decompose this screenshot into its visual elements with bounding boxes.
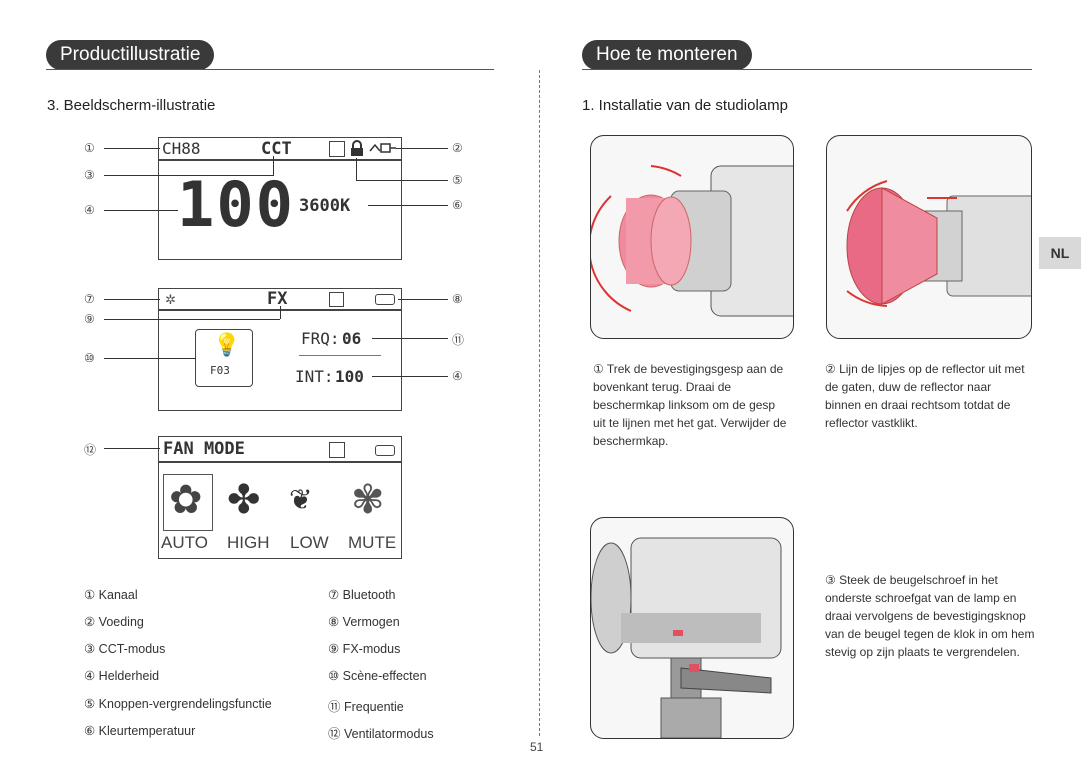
marker-12: ⑫ [84,443,97,457]
leader-line [104,299,160,300]
legend-item: ⑨ FX-modus [328,642,401,656]
marker-5: ⑤ [452,173,463,187]
subtitle-display: 3. Beeldscherm-illustratie [47,97,216,114]
header-rule [46,69,494,70]
marker-2: ② [452,141,463,155]
marker-10: ⑩ [84,351,95,365]
legend-item: ⑧ Vermogen [328,615,400,629]
lock-icon [351,140,363,156]
legend-item: ⑫ Ventilatormodus [328,727,434,741]
fan-option-high: HIGH [227,533,270,552]
int-label: INT: [295,367,334,386]
leader-line [398,299,448,300]
leader-line [356,180,448,181]
fan-option-auto: AUTO [161,533,208,552]
photo-bracket [590,517,794,739]
lcd-divider [159,159,401,161]
battery-icon [375,294,395,305]
marker-11: ⑪ [452,333,465,347]
legend-item: ① Kanaal [84,588,138,602]
int-value: 100 [335,367,364,386]
bluetooth-icon [329,442,345,458]
fan-low-icon: ❦ [289,484,313,515]
reflector-illustration [846,180,1031,307]
section-header-mount: Hoe te monteren [582,40,752,70]
section-header-product: Productillustratie [46,40,215,70]
brightness-value: 100 [177,168,295,241]
bluetooth-fan-icon: ✲ [165,292,176,307]
fan-high-icon: ✤ [227,478,261,522]
cct-mode-label: CCT [261,139,292,159]
leader-line [280,306,281,319]
fx-mode-label: FX [267,289,288,309]
subtitle-installation: 1. Installatie van de studiolamp [582,97,788,114]
legend-item: ⑩ Scène-effecten [328,669,427,683]
marker-6: ⑥ [452,198,463,212]
fan-option-mute: MUTE [348,533,397,552]
leader-line [396,148,448,149]
legend-item: ③ CCT-modus [84,642,166,656]
lamp-cap-illustration [591,165,793,317]
leader-line [356,158,357,180]
leader-line [372,376,448,377]
leader-line [368,205,448,206]
legend-item: ⑥ Kleurtemperatuur [84,724,196,738]
photo-remove-cap [590,135,794,339]
marker-4: ④ [84,203,95,217]
lcd-divider [159,461,401,463]
scene-effect-box: 💡 F03 [195,329,253,387]
fan-mute-icon: ✾ [351,478,385,522]
marker-3: ③ [84,168,95,182]
page-divider [539,70,540,736]
page-number: 51 [530,740,544,754]
bracket-illustration [591,537,782,738]
marker-1: ① [84,141,95,155]
divider [299,355,381,356]
lcd-screen-fan: FAN MODE ✿ ✤ ❦ ✾ AUTO HIGH LOW MUTE [158,436,402,559]
step-1-text: ① Trek de bevestigingsgesp aan de bovenk… [593,362,787,448]
fan-auto-selected-box [163,474,213,531]
leader-line [104,175,274,176]
frq-label: FRQ: [301,329,340,348]
fan-mode-title: FAN MODE [163,439,245,459]
marker-9: ⑨ [84,312,95,326]
channel-label: CH88 [162,139,201,158]
marker-7: ⑦ [84,292,95,306]
leader-line [273,156,274,176]
legend-item: ④ Helderheid [84,669,160,683]
temperature-value: 3600K [299,196,351,216]
power-plug-icon [369,143,396,153]
frq-value: 06 [342,329,362,348]
language-tab: NL [1039,237,1081,269]
leader-line [104,148,160,149]
bluetooth-icon [329,141,345,157]
marker-8: ⑧ [452,292,463,306]
step-3-text: ③ Steek de beugelschroef in het onderste… [825,573,1035,659]
lcd-screen-cct: CH88 CCT 100 3600K [158,137,402,260]
bulb-icon: 💡 [213,332,241,357]
photo-attach-reflector [826,135,1032,339]
leader-line [104,319,280,320]
leader-line [104,448,160,449]
fan-option-low: LOW [290,533,329,552]
step-2-text: ② Lijn de lipjes op de reflector uit met… [825,362,1025,430]
bluetooth-icon [329,292,344,307]
fan-auto-icon: ✿ [169,478,203,522]
leader-line [104,358,196,359]
legend-item: ⑦ Bluetooth [328,588,396,602]
legend-item: ⑪ Frequentie [328,700,404,714]
marker-4b: ④ [452,369,463,383]
legend-item: ⑤ Knoppen-vergrendelingsfunctie [84,697,272,711]
battery-icon [375,445,395,456]
leader-line [372,338,448,339]
legend-item: ② Voeding [84,615,144,629]
leader-line [104,210,178,211]
header-rule [582,69,1032,70]
scene-code: F03 [210,364,230,377]
